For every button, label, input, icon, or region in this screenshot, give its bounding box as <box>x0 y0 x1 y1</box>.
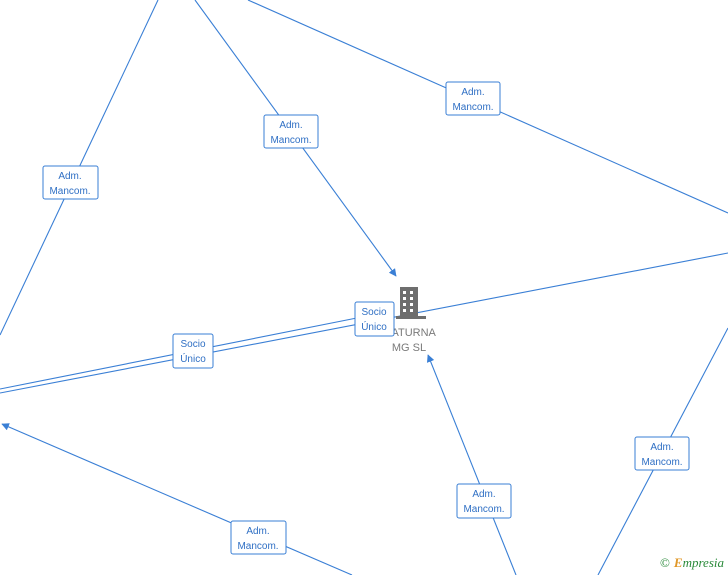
edge-label-socio-2[interactable]: Socio Único <box>354 301 395 337</box>
edge-bottom-to-left <box>1 423 353 575</box>
edge-label-adm-3-line2: Mancom. <box>452 102 493 113</box>
edge-label-adm-4-line2: Mancom. <box>641 457 682 468</box>
copyright-icon: © <box>660 555 670 570</box>
edge-label-adm-6-line1: Adm. <box>246 526 269 537</box>
company-name-line1: SATURNA <box>384 327 436 339</box>
brand-initial: E <box>673 555 683 570</box>
edge-label-adm-1-line2: Mancom. <box>49 186 90 197</box>
edge-label-adm-3-line1: Adm. <box>461 87 484 98</box>
edge-label-socio-1[interactable]: Socio Único <box>172 333 214 369</box>
edge-label-socio-1-line2: Único <box>180 352 206 365</box>
edge-label-adm-5-line1: Adm. <box>472 489 495 500</box>
empresia-watermark: ©Empresia <box>660 555 724 571</box>
company-name-line2: MG SL <box>392 342 426 354</box>
edge-bottom-to-center <box>426 354 517 575</box>
edge-label-adm-2[interactable]: Adm. Mancom. <box>263 114 319 149</box>
edge-label-adm-1[interactable]: Adm. Mancom. <box>42 165 99 200</box>
edge-label-socio-2-line1: Socio <box>361 307 386 318</box>
building-icon <box>396 287 426 319</box>
edge-label-adm-5-line2: Mancom. <box>463 504 504 515</box>
edge-label-socio-1-line1: Socio <box>180 339 205 350</box>
edge-label-adm-2-line2: Mancom. <box>270 135 311 146</box>
brand-name: mpresia <box>682 555 724 570</box>
edge-label-adm-4[interactable]: Adm. Mancom. <box>634 436 690 471</box>
edge-label-adm-6[interactable]: Adm. Mancom. <box>230 520 287 555</box>
company-node[interactable]: SATURNA MG SL <box>384 287 437 354</box>
edge-label-adm-1-line1: Adm. <box>58 171 81 182</box>
edge-label-adm-3[interactable]: Adm. Mancom. <box>445 81 501 116</box>
edge-label-adm-5[interactable]: Adm. Mancom. <box>456 483 512 519</box>
edge-label-adm-6-line2: Mancom. <box>237 541 278 552</box>
edge-label-socio-2-line2: Único <box>361 320 387 333</box>
edge-label-adm-2-line1: Adm. <box>279 120 302 131</box>
edge-label-adm-4-line1: Adm. <box>650 442 673 453</box>
